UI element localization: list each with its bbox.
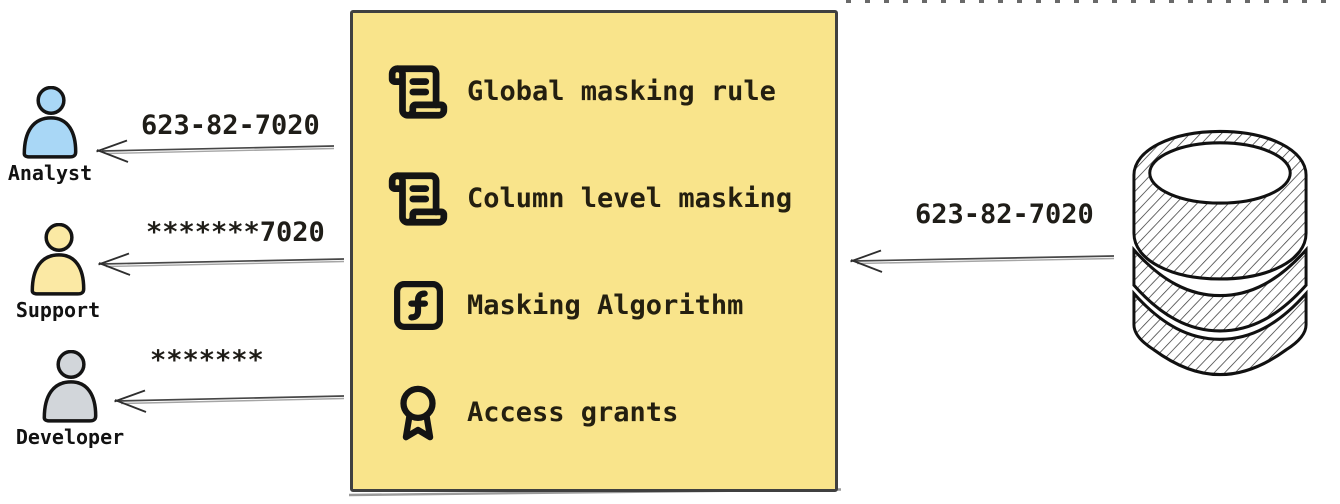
raw-value-from-database: 623-82-7020 bbox=[915, 199, 1094, 230]
policy-item-label: Column level masking bbox=[467, 183, 793, 214]
arrow-from-database bbox=[850, 249, 1115, 273]
persona-developer-label: Developer bbox=[15, 425, 125, 449]
persona-analyst-label: Analyst bbox=[7, 161, 93, 185]
scroll-text-icon bbox=[386, 167, 450, 231]
function-square-icon bbox=[386, 277, 450, 334]
person-icon bbox=[30, 223, 86, 296]
policy-item-label: Global masking rule bbox=[467, 76, 776, 107]
policy-item-label: Access grants bbox=[467, 397, 679, 428]
policy-item-masking-algorithm: Masking Algorithm bbox=[386, 252, 835, 359]
persona-developer: Developer bbox=[16, 350, 124, 449]
policy-item-column-level-masking: Column level masking bbox=[386, 145, 835, 252]
policy-item-global-masking-rule: Global masking rule bbox=[386, 38, 835, 145]
persona-analyst: Analyst bbox=[6, 86, 94, 185]
policy-item-label: Masking Algorithm bbox=[467, 290, 744, 321]
policy-item-access-grants: Access grants bbox=[386, 359, 835, 466]
scroll-text-icon bbox=[386, 60, 450, 124]
masked-value-analyst: 623-82-7020 bbox=[141, 110, 320, 141]
arrow-to-developer bbox=[114, 389, 345, 413]
persona-support: Support bbox=[14, 223, 102, 322]
award-icon bbox=[386, 382, 450, 444]
database-icon bbox=[1132, 129, 1308, 377]
persona-support-label: Support bbox=[15, 298, 101, 322]
masking-policy-box: Global masking rule Column level masking… bbox=[350, 10, 838, 492]
person-icon bbox=[22, 86, 78, 159]
person-icon bbox=[42, 350, 98, 423]
arrow-to-support bbox=[98, 252, 345, 276]
masked-value-developer: ******* bbox=[150, 345, 264, 376]
arrow-to-analyst bbox=[96, 139, 335, 163]
masked-value-support: *******7020 bbox=[146, 217, 325, 248]
